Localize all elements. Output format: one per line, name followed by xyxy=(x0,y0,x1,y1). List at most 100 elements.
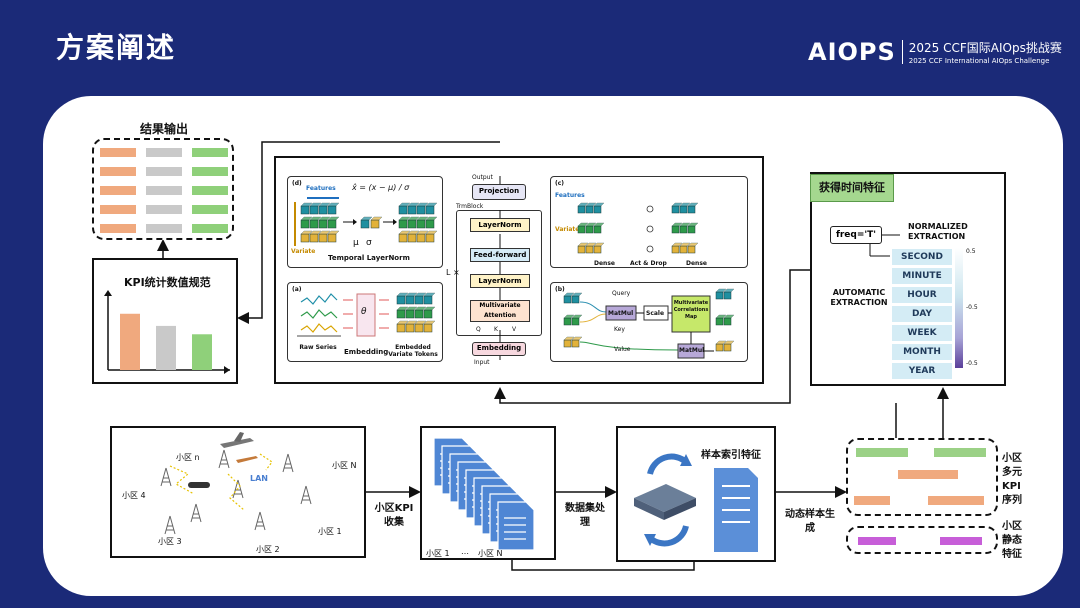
time-features-title: 获得时间特征 xyxy=(810,174,894,202)
kpi-norm-bar xyxy=(156,325,176,370)
period-item: WEEK xyxy=(892,325,952,341)
static-bar-2 xyxy=(940,537,982,545)
panel-b-value: Value xyxy=(614,346,631,353)
panel-c-tag: (c) xyxy=(555,180,565,187)
cell-big-n: 小区 N xyxy=(332,461,357,470)
logo-text: 2025 CCF国际AIOps挑战赛 2025 CCF Internationa… xyxy=(909,39,1062,65)
panel-a-tokens: Embedded Variate Tokens xyxy=(388,344,438,358)
kpi-sequence-bar xyxy=(854,496,890,505)
panel-a-raw: Raw Series xyxy=(299,344,337,351)
cell-n: 小区 n xyxy=(176,453,200,462)
center-feedforward: Feed-forward xyxy=(470,248,530,262)
period-item: DAY xyxy=(892,306,952,322)
panel-a-graphic xyxy=(297,292,436,337)
kpi-norm-bar xyxy=(192,334,212,370)
panel-b-matmul2: MatMul xyxy=(679,347,705,354)
scale-tick-mid: -0.5 xyxy=(966,304,978,311)
docs-dots: … xyxy=(461,547,469,556)
cell-tower-icon xyxy=(282,453,294,473)
panel-d-tag: (d) xyxy=(292,180,302,187)
panel-attention xyxy=(550,282,748,362)
panel-b-tag: (b) xyxy=(555,286,565,293)
panel-c-graphic xyxy=(577,202,699,254)
result-cell xyxy=(192,186,228,195)
kpi-sequence-bar xyxy=(934,448,986,457)
cell-tower-icon xyxy=(232,479,244,499)
normalized-extraction: NORMALIZED EXTRACTION xyxy=(908,222,968,241)
freq-arrows xyxy=(869,234,900,257)
panel-c-features: Features xyxy=(555,192,585,199)
panel-b-scale: Scale xyxy=(646,310,665,317)
panel-c-variate: Variate xyxy=(555,226,580,233)
cell-tower-icon xyxy=(164,515,176,535)
center-input: Input xyxy=(474,359,490,366)
docs-last: 小区 N xyxy=(478,549,503,558)
cell-tower-icon xyxy=(300,485,312,505)
kpi-norm-chart xyxy=(104,290,230,374)
cell-4: 小区 4 xyxy=(122,491,146,500)
center-projection: Projection xyxy=(472,184,526,200)
panel-d-caption: Temporal LayerNorm xyxy=(328,254,410,262)
center-trmblock: TrmBlock xyxy=(456,203,484,210)
period-item: MONTH xyxy=(892,344,952,360)
cell-2: 小区 2 xyxy=(256,545,280,554)
kpi-x-arrow xyxy=(224,366,230,374)
result-cell xyxy=(100,205,136,214)
document-icon xyxy=(497,501,535,551)
panel-d-mu: μ xyxy=(353,238,359,248)
result-cell xyxy=(146,148,182,157)
period-item: SECOND xyxy=(892,249,952,265)
result-cell xyxy=(100,186,136,195)
server-icon xyxy=(634,484,696,520)
result-cell xyxy=(100,167,136,176)
panel-a-theta: θ xyxy=(361,307,367,317)
kpi-sequence-bar xyxy=(898,470,958,479)
cell-tower-icon xyxy=(190,503,202,523)
center-q: Q xyxy=(476,326,481,333)
cell-1: 小区 1 xyxy=(318,527,342,536)
kpi-norm-title: KPI统计数值规范 xyxy=(124,276,211,289)
cell-tower-icon xyxy=(254,511,266,531)
panel-feedforward xyxy=(550,176,748,268)
small-plane-icon xyxy=(236,456,258,463)
cell-network-box xyxy=(110,426,366,558)
panel-d-variate: Variate xyxy=(291,248,316,255)
panel-d-features: Features xyxy=(306,185,336,192)
panel-c-dense2: Dense xyxy=(686,260,707,267)
collect-label: 小区KPI收集 xyxy=(374,503,414,528)
dataset-label: 数据集处理 xyxy=(565,503,605,528)
panel-c-dense1: Dense xyxy=(594,260,615,267)
result-cell xyxy=(146,205,182,214)
car-icon xyxy=(188,482,210,488)
center-k: K xyxy=(494,326,498,333)
plane-icon xyxy=(220,432,254,448)
static-bar-1 xyxy=(858,537,896,545)
panel-d-graphic xyxy=(294,197,438,246)
center-trm-frame xyxy=(456,210,542,336)
period-item: HOUR xyxy=(892,287,952,303)
logo-line1: 2025 CCF国际AIOps挑战赛 xyxy=(908,41,1062,55)
freq-label: freq='T' xyxy=(830,226,882,244)
result-cell xyxy=(146,186,182,195)
aiops-logo: AIOPS 2025 CCF国际AIOps挑战赛 2025 CCF Intern… xyxy=(808,38,1062,66)
result-cell xyxy=(100,224,136,233)
center-output: Output xyxy=(472,174,493,181)
sample-index-label: 样本索引特征 xyxy=(701,450,761,461)
panel-b-graphic xyxy=(563,288,735,359)
panel-d-sigma: σ xyxy=(366,238,372,248)
result-title: 结果输出 xyxy=(140,122,189,136)
kpi-sequence-bar xyxy=(856,448,908,457)
kpi-y-arrow xyxy=(104,290,112,296)
period-item: YEAR xyxy=(892,363,952,379)
cell-3: 小区 3 xyxy=(158,537,182,546)
docs-first: 小区 1 xyxy=(426,549,450,558)
panel-a-embedding: Embedding xyxy=(344,348,389,356)
period-item: MINUTE xyxy=(892,268,952,284)
center-arrows xyxy=(499,176,501,360)
scale-tick-bottom: -0.5 xyxy=(966,360,978,367)
center-layernorm-2: LayerNorm xyxy=(470,274,530,288)
kpi-sequence-bar xyxy=(928,496,984,505)
panel-c-act: Act & Drop xyxy=(630,260,667,267)
kpi-seq-label: 小区多元KPI序列 xyxy=(1002,453,1022,506)
result-cell xyxy=(192,205,228,214)
